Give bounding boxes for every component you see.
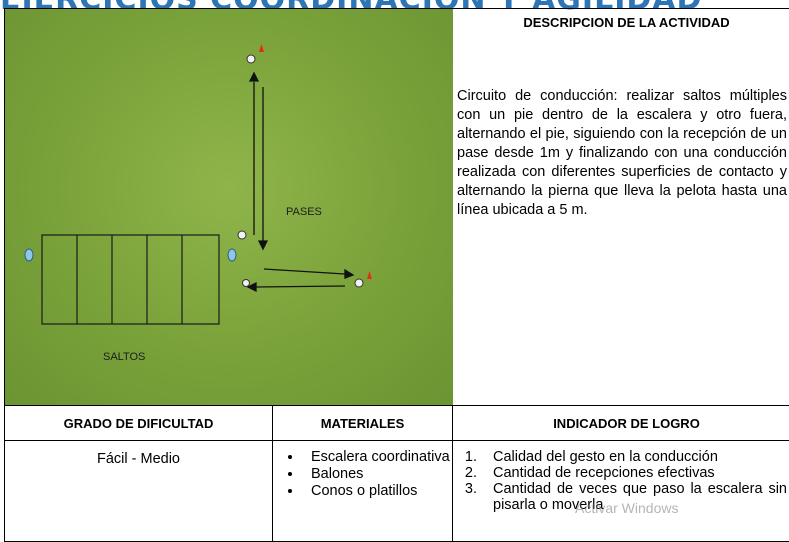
- pass-arrows-vertical: [250, 73, 267, 249]
- label-saltos: SALTOS: [103, 351, 145, 363]
- indicators-cell: Calidad del gesto en la conducción Canti…: [453, 441, 789, 542]
- description-text: Circuito de conducción: realizar saltos …: [453, 87, 787, 220]
- indicator-header: INDICADOR DE LOGRO: [453, 406, 789, 441]
- materials-header: MATERIALES: [273, 406, 453, 441]
- label-pases: PASES: [286, 206, 322, 218]
- field-diagram: PASES SALTOS: [5, 9, 453, 405]
- agility-ladder: [42, 235, 219, 324]
- drill-diagram: [5, 9, 453, 405]
- description-cell: DESCRIPCION DE LA ACTIVIDAD Circuito de …: [453, 9, 789, 406]
- indicator-item: Calidad del gesto en la conducción: [481, 449, 787, 465]
- material-item: Balones: [303, 466, 452, 483]
- field-diagram-cell: PASES SALTOS: [5, 9, 453, 406]
- activity-table: PASES SALTOS DESCRIPCION DE LA ACTIVIDAD…: [4, 8, 789, 542]
- indicator-item: Cantidad de veces que paso la escalera s…: [481, 481, 787, 513]
- material-item: Conos o platillos: [303, 483, 452, 500]
- difficulty-value: Fácil - Medio: [5, 441, 273, 542]
- difficulty-header: GRADO DE DIFICULTAD: [5, 406, 273, 441]
- materials-cell: Escalera coordinativa Balones Conos o pl…: [273, 441, 453, 542]
- indicator-item: Cantidad de recepciones efectivas: [481, 465, 787, 481]
- cone-markers: [259, 44, 372, 279]
- description-header: DESCRIPCION DE LA ACTIVIDAD: [453, 9, 789, 87]
- disc-markers: [25, 249, 236, 261]
- conduction-arrows: [248, 269, 353, 291]
- indicators-list: Calidad del gesto en la conducción Canti…: [453, 449, 787, 513]
- materials-list: Escalera coordinativa Balones Conos o pl…: [273, 449, 452, 500]
- material-item: Escalera coordinativa: [303, 449, 452, 466]
- ball-markers: [238, 55, 363, 287]
